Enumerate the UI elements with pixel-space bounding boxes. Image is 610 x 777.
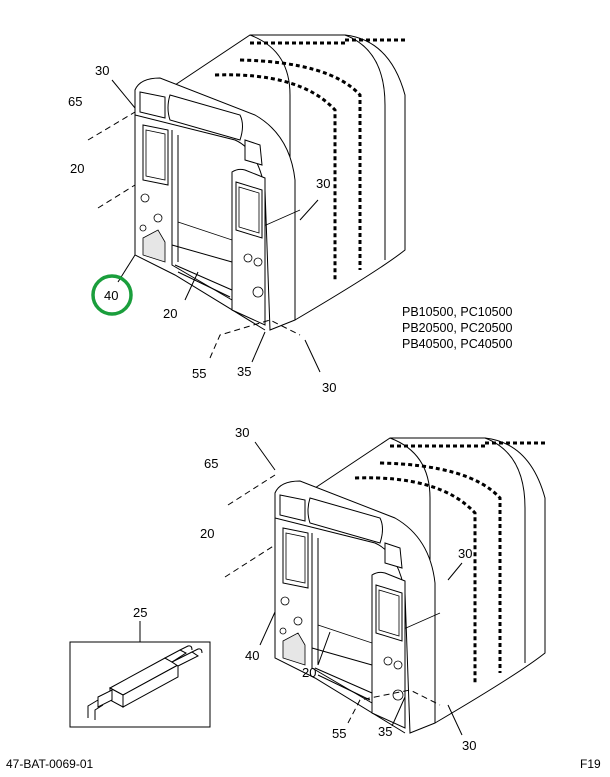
- model-line: PB40500, PC40500: [402, 337, 513, 351]
- cab-assembly-bottom: [224, 436, 547, 736]
- highlight-circle: [91, 274, 133, 316]
- callout-inset: 25: [133, 605, 147, 620]
- callout-bottom-1: 30: [235, 425, 249, 440]
- model-list: PB10500, PC10500 PB20500, PC20500 PB4050…: [402, 304, 513, 352]
- document-id: 47-BAT-0069-01: [6, 757, 94, 771]
- callout-bottom-9: 30: [462, 738, 476, 753]
- callout-top-1: 30: [95, 63, 109, 78]
- callout-top-8: 35: [237, 364, 251, 379]
- callout-top-9: 30: [322, 380, 336, 395]
- callout-bottom-2: 65: [204, 456, 218, 471]
- callout-top-3: 20: [70, 161, 84, 176]
- callout-bottom-5: 40: [245, 648, 259, 663]
- model-line: PB10500, PC10500: [402, 305, 513, 319]
- cab-assembly-top: [87, 33, 407, 373]
- callout-top-2: 65: [68, 94, 82, 109]
- callout-bottom-7: 55: [332, 726, 346, 741]
- model-line: PB20500, PC20500: [402, 321, 513, 335]
- callout-bottom-3: 20: [200, 526, 214, 541]
- callout-bottom-4: 30: [458, 546, 472, 561]
- callout-top-4: 30: [316, 176, 330, 191]
- figure-number: F19: [580, 757, 601, 771]
- callout-top-6: 20: [163, 306, 177, 321]
- inset-part-box: [69, 621, 211, 728]
- callout-bottom-6: 20: [302, 665, 316, 680]
- callout-top-7: 55: [192, 366, 206, 381]
- callout-top-5: 40: [104, 288, 118, 303]
- callout-bottom-8: 35: [378, 724, 392, 739]
